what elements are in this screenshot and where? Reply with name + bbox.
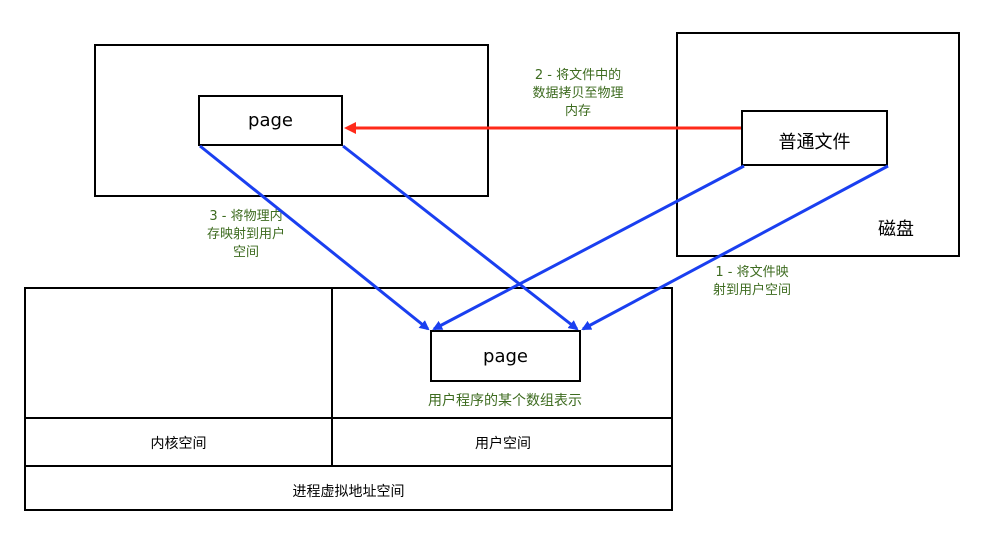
physical-page-box: page [198, 95, 343, 146]
map-file-left-arrow [432, 164, 745, 331]
row-divider-top [24, 417, 673, 419]
array-caption: 用户程序的某个数组表示 [428, 393, 582, 409]
map-physical-left-arrow [199, 144, 430, 331]
step3-annotation: 3 - 将物理内 存映射到用户 空间 [186, 208, 306, 262]
kernel-user-divider [331, 287, 333, 466]
map-physical-right-arrow [342, 144, 579, 331]
step2-line1: 2 - 将文件中的 [534, 68, 622, 83]
step2-line2: 数据拷贝至物理 [532, 86, 624, 101]
user-page-box: page [430, 330, 581, 382]
disk-label: 磁盘 [878, 219, 914, 240]
virtual-address-space-label: 进程虚拟地址空间 [292, 484, 405, 500]
step2-line3: 内存 [564, 104, 591, 119]
step3-line3: 空间 [232, 245, 259, 260]
step1-line2: 射到用户空间 [712, 283, 791, 298]
step2-annotation: 2 - 将文件中的 数据拷贝至物理 内存 [510, 67, 646, 121]
step1-annotation: 1 - 将文件映 射到用户空间 [692, 264, 812, 300]
step1-line1: 1 - 将文件映 [715, 265, 789, 280]
step3-line2: 存映射到用户 [206, 227, 285, 242]
regular-file-label: 普通文件 [778, 132, 851, 153]
physical-page-label: page [248, 110, 293, 131]
regular-file-box: 普通文件 [741, 110, 888, 166]
user-page-label: page [483, 346, 528, 367]
user-space-label: 用户空间 [475, 436, 531, 452]
row-divider-bottom [24, 465, 673, 467]
kernel-space-label: 内核空间 [150, 436, 207, 452]
map-file-right-arrow [581, 164, 889, 331]
step3-line1: 3 - 将物理内 [209, 209, 283, 224]
process-address-space-box [24, 287, 673, 511]
